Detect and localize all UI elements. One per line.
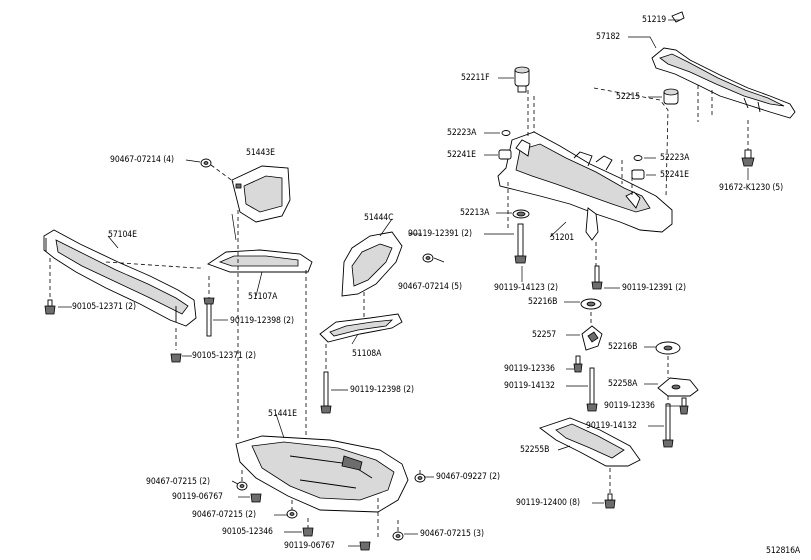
label-52216B-a: 52216B <box>528 297 558 307</box>
label-57104E: 57104E <box>108 230 137 240</box>
label-90105-12371-b: 90105-12371 (2) <box>192 351 256 361</box>
clip-90467-07215-a <box>236 481 248 491</box>
clip-90467-09227 <box>414 473 426 483</box>
label-52223A-right: 52223A <box>660 153 690 163</box>
label-90119-12391-b: 90119-12391 (2) <box>622 283 686 293</box>
member-57182 <box>651 47 796 122</box>
bolt-91672 <box>741 120 755 167</box>
washer-52223A-left <box>501 130 511 136</box>
clip-90467-07214-a <box>200 158 212 168</box>
label-52257: 52257 <box>532 330 557 340</box>
label-52211F: 52211F <box>461 73 490 83</box>
label-52258A: 52258A <box>608 379 638 389</box>
label-90119-12336-a: 90119-12336 <box>504 364 555 374</box>
label-90119-14132-a: 90119-14132 <box>504 381 555 391</box>
cover-51443E <box>231 165 291 223</box>
bushing-52215 <box>663 88 679 105</box>
plate-51107A <box>207 249 313 273</box>
label-90105-12371-a: 90105-12371 (2) <box>72 302 136 312</box>
label-90119-14123: 90119-14123 (2) <box>494 283 558 293</box>
member-51201 <box>497 87 673 288</box>
bolt-90119-12391 <box>591 265 603 290</box>
label-51443E: 51443E <box>246 148 275 158</box>
label-90119-06767-a: 90119-06767 <box>172 492 223 502</box>
label-90119-12336-b: 90119-12336 <box>604 401 655 411</box>
label-90105-12346: 90105-12346 <box>222 527 273 537</box>
dash-lines-right <box>590 312 669 404</box>
dash-51443E <box>210 164 235 183</box>
bolt-90105-12371-a <box>44 258 56 315</box>
clip-90467-07215-c <box>392 531 404 541</box>
label-52255B: 52255B <box>520 445 550 455</box>
bolt-90119-12398-b <box>320 344 332 414</box>
label-90119-12391-a: 90119-12391 (2) <box>408 229 472 239</box>
clip-90467-07215-b <box>286 509 298 519</box>
cover-51444C <box>341 231 403 297</box>
bolt-90119-14132-b <box>662 403 674 448</box>
label-52241E-right: 52241E <box>660 170 689 180</box>
dash-57104E <box>105 261 204 269</box>
label-90119-12400: 90119-12400 (8) <box>516 498 580 508</box>
label-52241E-left: 52241E <box>447 150 476 160</box>
label-51441E: 51441E <box>268 409 297 419</box>
bolt-90119-12336-b <box>679 397 689 415</box>
clip-90467-07214-b <box>422 253 434 263</box>
brace-52255B <box>539 417 641 467</box>
dash-guides-left <box>237 210 365 440</box>
label-57182: 57182 <box>596 32 621 42</box>
label-51219: 51219 <box>642 15 667 25</box>
label-90467-07215-b: 90467-07215 (2) <box>192 510 256 520</box>
bracket-52257 <box>581 325 603 351</box>
label-90467-07215-c: 90467-07215 (3) <box>420 529 484 539</box>
label-51201: 51201 <box>550 233 575 243</box>
label-51108A: 51108A <box>352 349 382 359</box>
bolt-90119-12398-a <box>203 297 215 337</box>
label-90467-09227: 90467-09227 (2) <box>436 472 500 482</box>
figure-id: 512816A <box>766 546 801 556</box>
washer-52213A <box>512 209 530 219</box>
label-90467-07214-b: 90467-07214 (5) <box>398 282 462 292</box>
label-52223A-left: 52223A <box>447 128 477 138</box>
label-52213A: 52213A <box>460 208 490 218</box>
label-90467-07215-a: 90467-07215 (2) <box>146 477 210 487</box>
member-57104E <box>43 229 197 327</box>
label-91672-K1230: 91672-K1230 (5) <box>719 183 784 193</box>
plate-52216B-a <box>580 298 602 310</box>
cushion-52241E-right <box>631 169 645 180</box>
leader-lines <box>58 19 749 547</box>
bolt-90119-06767-b <box>359 541 371 551</box>
undercover-51441E <box>235 435 409 513</box>
label-51107A: 51107A <box>248 292 278 302</box>
label-90119-14132-b: 90119-14132 <box>586 421 637 431</box>
bolt-90119-14123 <box>514 223 527 264</box>
clip-51219 <box>671 11 685 23</box>
stopper-52211F <box>514 66 530 93</box>
label-90467-07214-a: 90467-07214 (4) <box>110 155 174 165</box>
label-90119-12398-b: 90119-12398 (2) <box>350 385 414 395</box>
bolt-90105-12346 <box>302 527 314 537</box>
label-52215: 52215 <box>616 92 641 102</box>
plate-51108A <box>319 313 403 343</box>
label-90119-06767-b: 90119-06767 <box>284 541 335 551</box>
washer-52223A-right <box>633 155 643 161</box>
bolt-90105-12371-b <box>170 328 182 363</box>
plate-52216B-b <box>655 341 681 355</box>
bracket-52258A <box>657 377 699 397</box>
bolt-90119-14132-a <box>586 367 598 412</box>
cushion-52241E-left <box>498 149 512 160</box>
label-51444C: 51444C <box>364 213 394 223</box>
bolt-90119-06767-a <box>250 493 262 503</box>
bolt-90119-12336-a <box>573 355 583 373</box>
label-90119-12398-a: 90119-12398 (2) <box>230 316 294 326</box>
bolt-90119-12400 <box>604 468 616 509</box>
label-52216B-b: 52216B <box>608 342 638 352</box>
